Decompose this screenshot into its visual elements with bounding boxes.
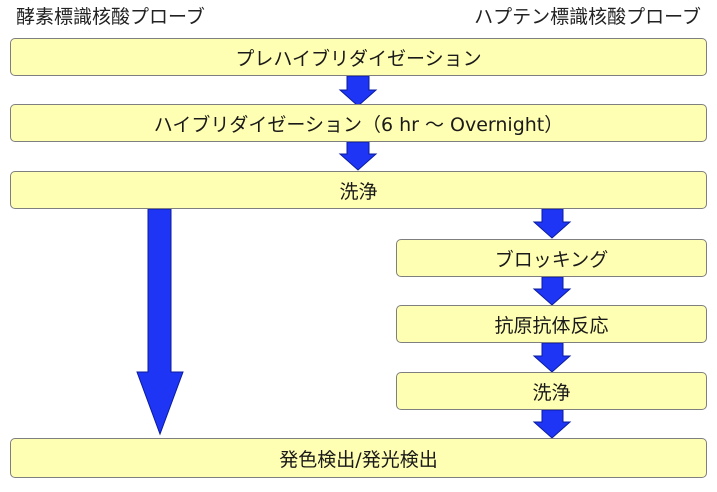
arrow-wash-to-blocking [532,208,572,239]
arrow-blocking-to-antibody [532,276,572,306]
prehybridization-step: プレハイブリダイゼーション [10,38,707,76]
wash2-step: 洗浄 [396,372,707,410]
arrow-hyb-to-wash [338,141,378,171]
wash-label: 洗浄 [339,180,378,203]
prehybridization-label: プレハイブリダイゼーション [235,47,482,70]
blocking-step: ブロッキング [396,239,707,277]
hybridization-step: ハイブリダイゼーション（6 hr 〜 Overnight） [10,104,707,142]
antibody-reaction-label: 抗原抗体反応 [494,314,609,337]
wash-step: 洗浄 [10,171,707,209]
arrow-antibody-to-wash2 [532,342,572,373]
hapten-probe-label: ハプテン標識核酸プローブ [474,6,701,28]
arrow-prehyb-to-hyb [338,75,378,107]
detection-step: 発色検出/発光検出 [10,438,707,478]
detection-label: 発色検出/発光検出 [279,448,438,471]
wash2-label: 洗浄 [532,381,571,404]
enzyme-probe-label: 酵素標識核酸プローブ [16,6,205,28]
arrow-wash2-to-detection [532,409,572,439]
antibody-reaction-step: 抗原抗体反応 [396,305,707,343]
blocking-label: ブロッキング [494,248,609,271]
hybridization-label: ハイブリダイゼーション（6 hr 〜 Overnight） [153,113,564,136]
arrow-wash-to-detection-long [136,208,184,436]
